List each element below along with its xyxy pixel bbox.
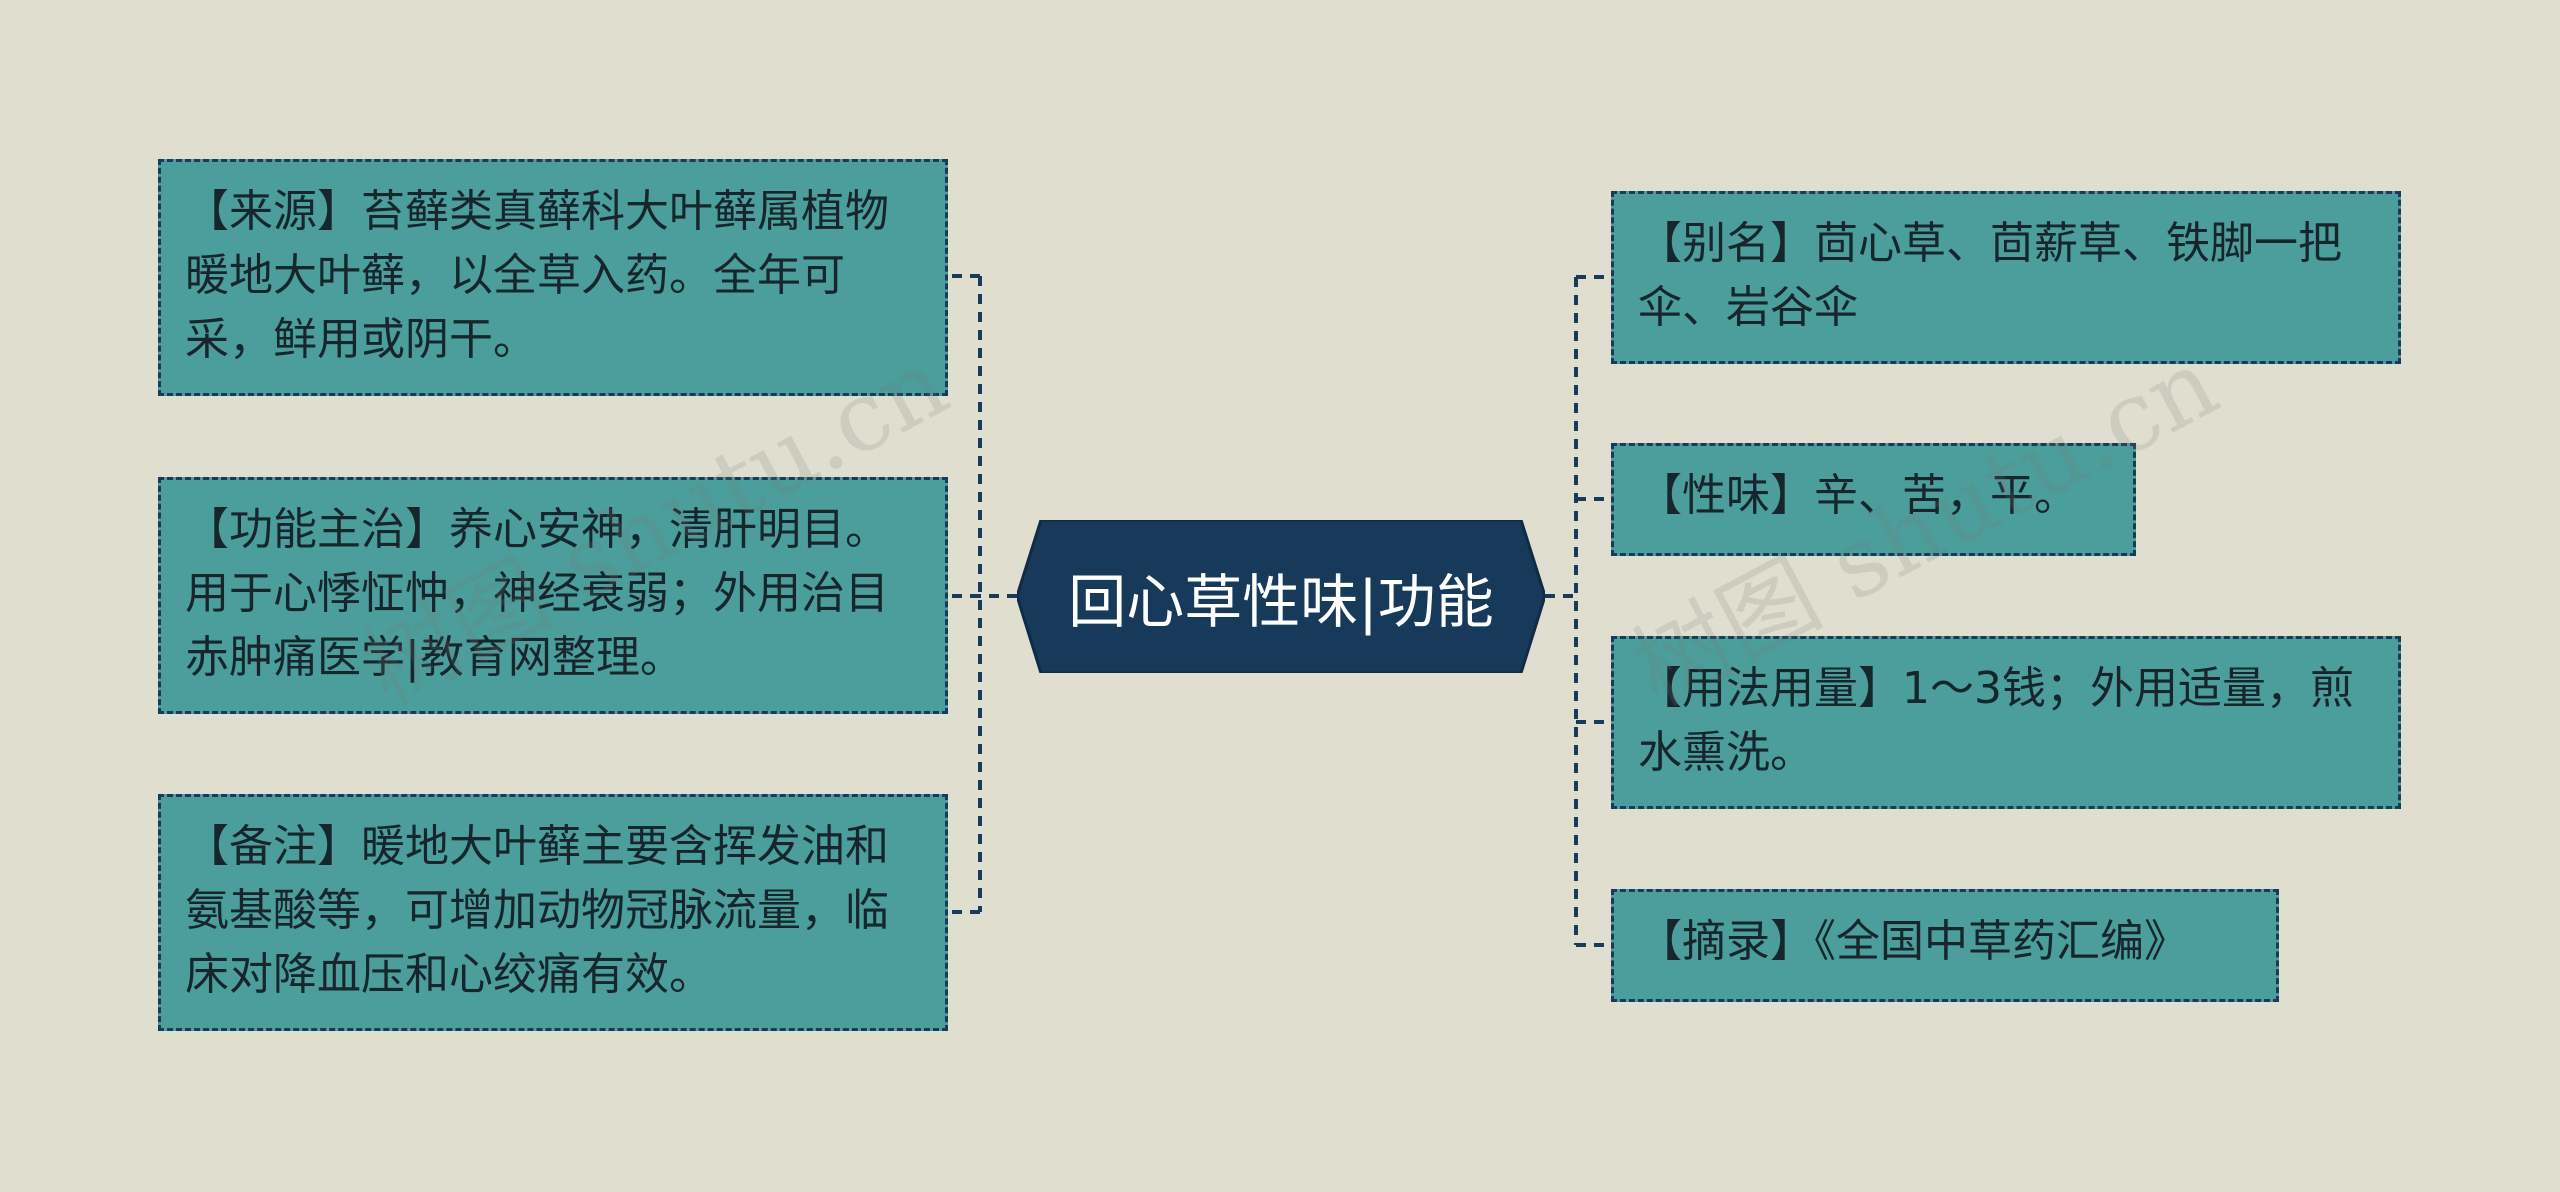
node-taste-text: 【性味】辛、苦，平。 <box>1638 470 2078 521</box>
center-node-label: 回心草性味|功能 <box>1068 567 1494 636</box>
node-function[interactable]: 【功能主治】养心安神，清肝明目。用于心悸怔忡，神经衰弱；外用治目赤肿痛医学|教育… <box>158 477 948 714</box>
node-note[interactable]: 【备注】暖地大叶藓主要含挥发油和氨基酸等，可增加动物冠脉流量，临床对降血压和心绞… <box>158 794 948 1031</box>
connector-left-trunk <box>978 276 1017 912</box>
node-alias[interactable]: 【别名】茴心草、茴薪草、铁脚一把伞、岩谷伞 <box>1611 191 2401 364</box>
center-node-shape <box>1017 520 1545 673</box>
connector-right-trunk <box>1545 277 1578 945</box>
node-source-text: 【来源】苔藓类真藓科大叶藓属植物暖地大叶藓，以全草入药。全年可采，鲜用或阴干。 <box>185 186 889 365</box>
center-node[interactable]: 回心草性味|功能 <box>1017 520 1545 673</box>
node-note-text: 【备注】暖地大叶藓主要含挥发油和氨基酸等，可增加动物冠脉流量，临床对降血压和心绞… <box>185 821 889 1000</box>
node-alias-text: 【别名】茴心草、茴薪草、铁脚一把伞、岩谷伞 <box>1638 218 2342 333</box>
node-source[interactable]: 【来源】苔藓类真藓科大叶藓属植物暖地大叶藓，以全草入药。全年可采，鲜用或阴干。 <box>158 159 948 396</box>
node-excerpt-text: 【摘录】《全国中草药汇编》 <box>1638 916 2188 967</box>
node-function-text: 【功能主治】养心安神，清肝明目。用于心悸怔忡，神经衰弱；外用治目赤肿痛医学|教育… <box>185 504 889 683</box>
node-excerpt[interactable]: 【摘录】《全国中草药汇编》 <box>1611 889 2279 1002</box>
node-taste[interactable]: 【性味】辛、苦，平。 <box>1611 443 2136 556</box>
node-dosage-text: 【用法用量】1～3钱；外用适量，煎水熏洗。 <box>1638 663 2354 778</box>
node-dosage[interactable]: 【用法用量】1～3钱；外用适量，煎水熏洗。 <box>1611 636 2401 809</box>
